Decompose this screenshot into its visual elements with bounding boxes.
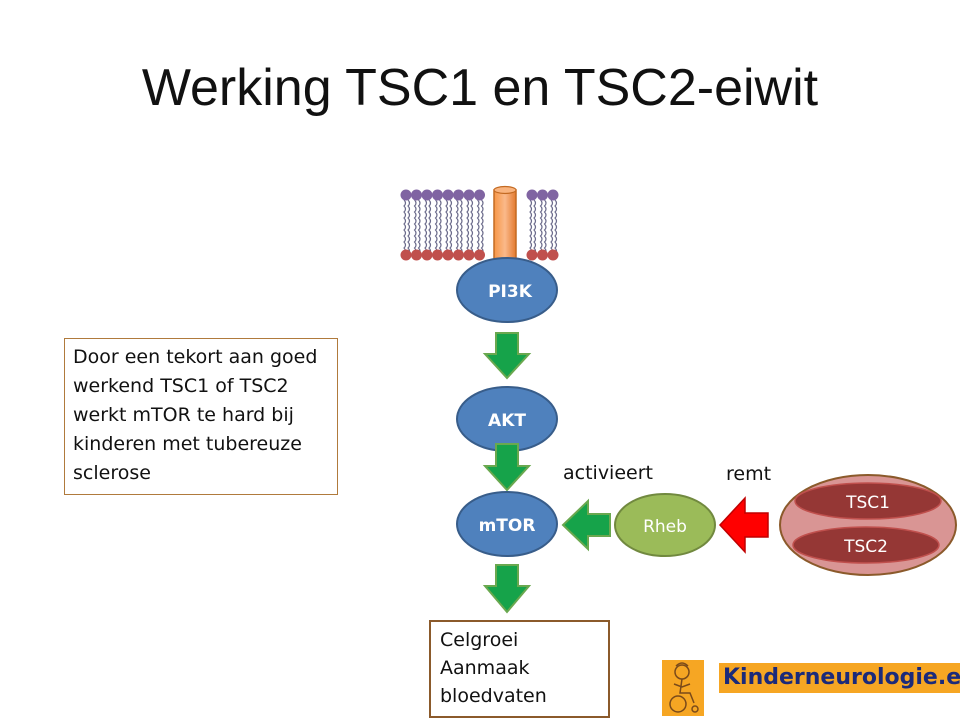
lipid-head — [526, 249, 538, 261]
tsc1-label: TSC1 — [845, 493, 890, 513]
arrow-tsc-rheb — [718, 496, 769, 554]
lipid-head — [400, 249, 412, 261]
label-inhibits: remt — [726, 463, 771, 485]
note-line: Door een tekort aan goed — [73, 346, 318, 368]
lipid-head — [400, 189, 412, 201]
wheelchair-figure-icon — [662, 660, 704, 716]
node-pi3k: PI3K — [456, 257, 558, 323]
arrow-mtor-output — [482, 564, 532, 614]
lipid-head — [537, 249, 548, 261]
lipid-head — [474, 249, 485, 261]
note-line: kinderen met tubereuze — [73, 433, 302, 455]
arrow-akt-mtor — [482, 443, 532, 492]
label-activates: activieert — [563, 462, 653, 484]
lipid-head — [453, 249, 464, 261]
output-line: Celgroei — [440, 629, 519, 651]
node-akt-label: AKT — [488, 411, 526, 431]
lipid-head — [411, 189, 422, 201]
tsc2-protein — [792, 526, 940, 564]
lipid-head — [537, 189, 548, 201]
node-akt: AKT — [456, 386, 558, 452]
arrow-pi3k-akt — [482, 332, 532, 380]
lipid-head — [421, 249, 433, 261]
tsc-complex: TSC1 TSC2 — [779, 474, 957, 576]
node-mtor: mTOR — [456, 491, 558, 557]
lipid-head — [547, 249, 559, 261]
explanation-note: Door een tekort aan goed werkend TSC1 of… — [64, 338, 338, 495]
lipid-head — [463, 249, 475, 261]
lipid-head — [474, 189, 485, 201]
lipid-head — [421, 189, 433, 201]
node-mtor-label: mTOR — [479, 516, 536, 536]
tsc1-protein — [794, 482, 942, 520]
receptor-protein — [493, 189, 517, 263]
lipid-head — [463, 189, 475, 201]
lipid-head — [442, 249, 454, 261]
node-rheb-label: Rheb — [643, 517, 687, 537]
lipid-head — [432, 249, 443, 261]
arrow-rheb-mtor — [561, 498, 611, 552]
output-line: Aanmaak — [440, 657, 530, 679]
lipid-head — [526, 189, 538, 201]
lipid-head — [432, 189, 443, 201]
node-rheb: Rheb — [614, 493, 716, 557]
output-box: Celgroei Aanmaak bloedvaten — [429, 620, 610, 718]
slide-title: Werking TSC1 en TSC2-eiwit — [141, 59, 819, 117]
lipid-head — [411, 249, 422, 261]
node-pi3k-label: PI3K — [488, 282, 533, 302]
note-line: werkt mTOR te hard bij — [73, 404, 294, 426]
note-line: sclerose — [73, 462, 151, 484]
cell-membrane — [400, 189, 559, 261]
receptor-top — [493, 185, 517, 195]
lipid-head — [453, 189, 464, 201]
lipid-head — [442, 189, 454, 201]
note-line: werkend TSC1 of TSC2 — [73, 375, 289, 397]
output-line: bloedvaten — [440, 685, 547, 707]
lipid-head — [547, 189, 559, 201]
logo: Kinderneurologie.eu — [662, 660, 960, 716]
tsc2-label: TSC2 — [843, 537, 888, 557]
logo-text: Kinderneurologie.eu — [719, 663, 960, 693]
